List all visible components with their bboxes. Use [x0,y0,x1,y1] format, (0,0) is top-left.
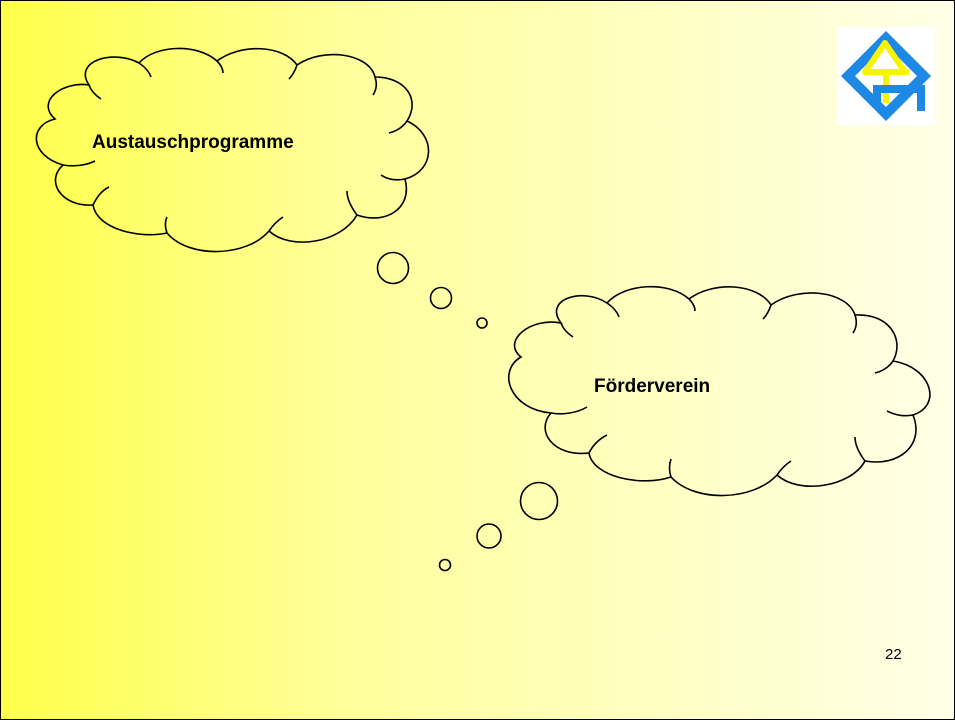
school-diamond-logo-icon [841,31,931,121]
school-logo [837,27,935,125]
thought-bubble-medium [429,286,453,310]
thought-bubble-large [519,481,559,521]
thought-cloud-foerderverein [438,285,931,572]
cloud-label-austauschprogramme: Austauschprogramme [92,132,294,153]
cloud-outline [508,285,931,497]
thought-bubble-small [476,317,488,329]
cloud-label-foerderverein: Förderverein [594,376,711,397]
thought-bubble-medium [476,523,502,549]
thought-bubble-large [376,251,410,285]
thought-bubble-small [438,558,452,572]
slide-number: 22 [885,646,902,663]
cloud-outline [35,47,430,253]
thought-cloud-austausch [35,47,488,329]
